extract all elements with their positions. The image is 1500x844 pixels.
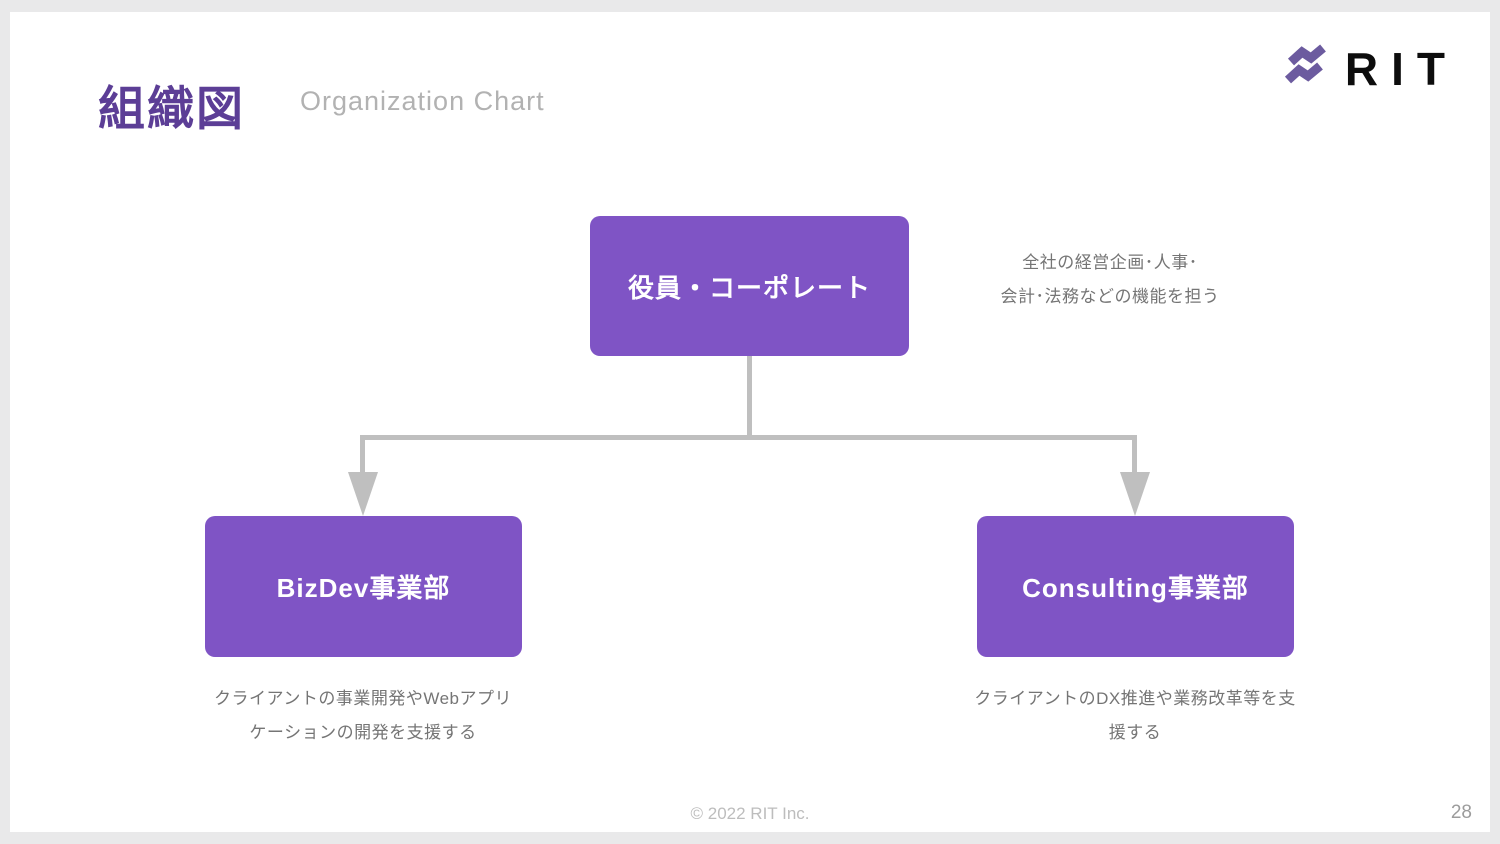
note-line: 会計･法務などの機能を担う xyxy=(1000,287,1220,306)
page-title: 組織図 xyxy=(98,82,245,135)
note-executive-corporate: 全社の経営企画･人事･ 会計･法務などの機能を担う xyxy=(940,246,1280,314)
connector-horizontal-line xyxy=(360,435,1137,440)
connector-right-vertical-line xyxy=(1132,438,1137,474)
slide: 組織図 Organization Chart RIT 役員・コーポレート 全社の… xyxy=(10,12,1490,832)
connector-left-vertical-line xyxy=(360,438,365,474)
note-line: クライアントの事業開発やWebアプリ xyxy=(214,689,512,708)
note-line: 援する xyxy=(1108,723,1162,742)
org-box-executive-corporate: 役員・コーポレート xyxy=(590,216,909,356)
note-line: 全社の経営企画･人事･ xyxy=(1022,253,1198,272)
org-box-label: 役員・コーポレート xyxy=(627,272,871,303)
copyright-text: © 2022 RIT Inc. xyxy=(690,804,810,823)
org-box-label: BizDev事業部 xyxy=(276,573,451,603)
page-subtitle: Organization Chart xyxy=(300,86,545,116)
page-number: 28 xyxy=(1450,802,1472,823)
rit-logo-wave-icon xyxy=(1284,40,1335,97)
note-consulting: クライアントのDX推進や業務改革等を支 援する xyxy=(965,682,1305,750)
org-box-bizdev: BizDev事業部 xyxy=(205,516,522,657)
org-box-label: Consulting事業部 xyxy=(1022,573,1249,603)
org-box-consulting: Consulting事業部 xyxy=(977,516,1294,657)
note-line: ケーションの開発を支援する xyxy=(249,723,477,742)
down-arrow-icon-right xyxy=(1120,472,1150,516)
connector-root-vertical-line xyxy=(747,356,752,438)
down-arrow-icon-left xyxy=(348,472,378,516)
note-line: クライアントのDX推進や業務改革等を支 xyxy=(974,689,1296,708)
rit-logo-text: RIT xyxy=(1344,42,1458,95)
note-bizdev: クライアントの事業開発やWebアプリ ケーションの開発を支援する xyxy=(193,682,533,750)
rit-logo: RIT xyxy=(1284,40,1458,97)
